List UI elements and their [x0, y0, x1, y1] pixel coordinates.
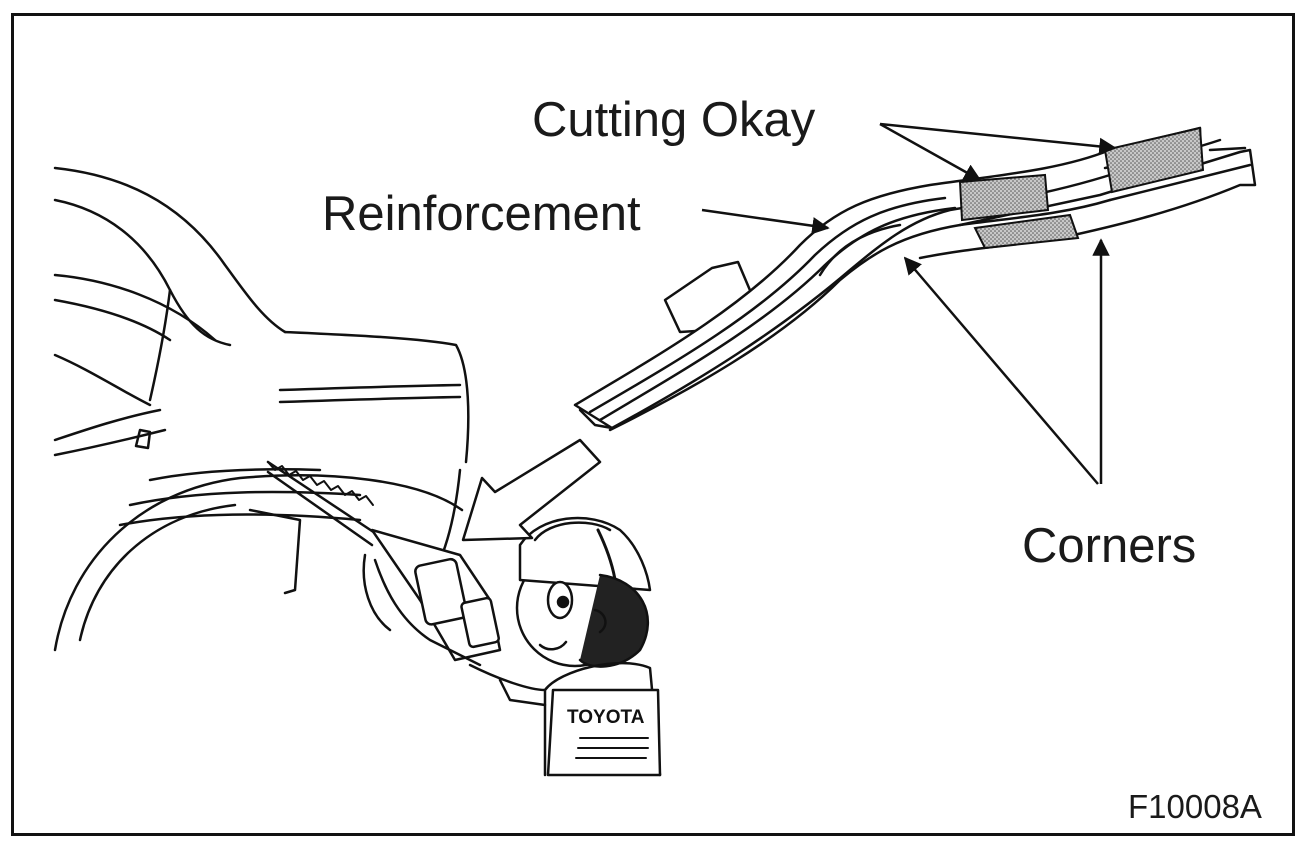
corners-label: Corners — [1022, 519, 1197, 573]
cut-zones — [958, 126, 1205, 250]
shirt-text: TOYOTA — [567, 707, 645, 728]
direction-arrow — [461, 438, 602, 542]
cutting-okay-label: Cutting Okay — [532, 93, 816, 147]
car-body — [53, 166, 470, 652]
leader-lines — [701, 122, 1117, 485]
reinforcement-label: Reinforcement — [322, 187, 641, 241]
technician — [266, 460, 662, 777]
figure-id-label: F10008A — [1128, 788, 1262, 825]
